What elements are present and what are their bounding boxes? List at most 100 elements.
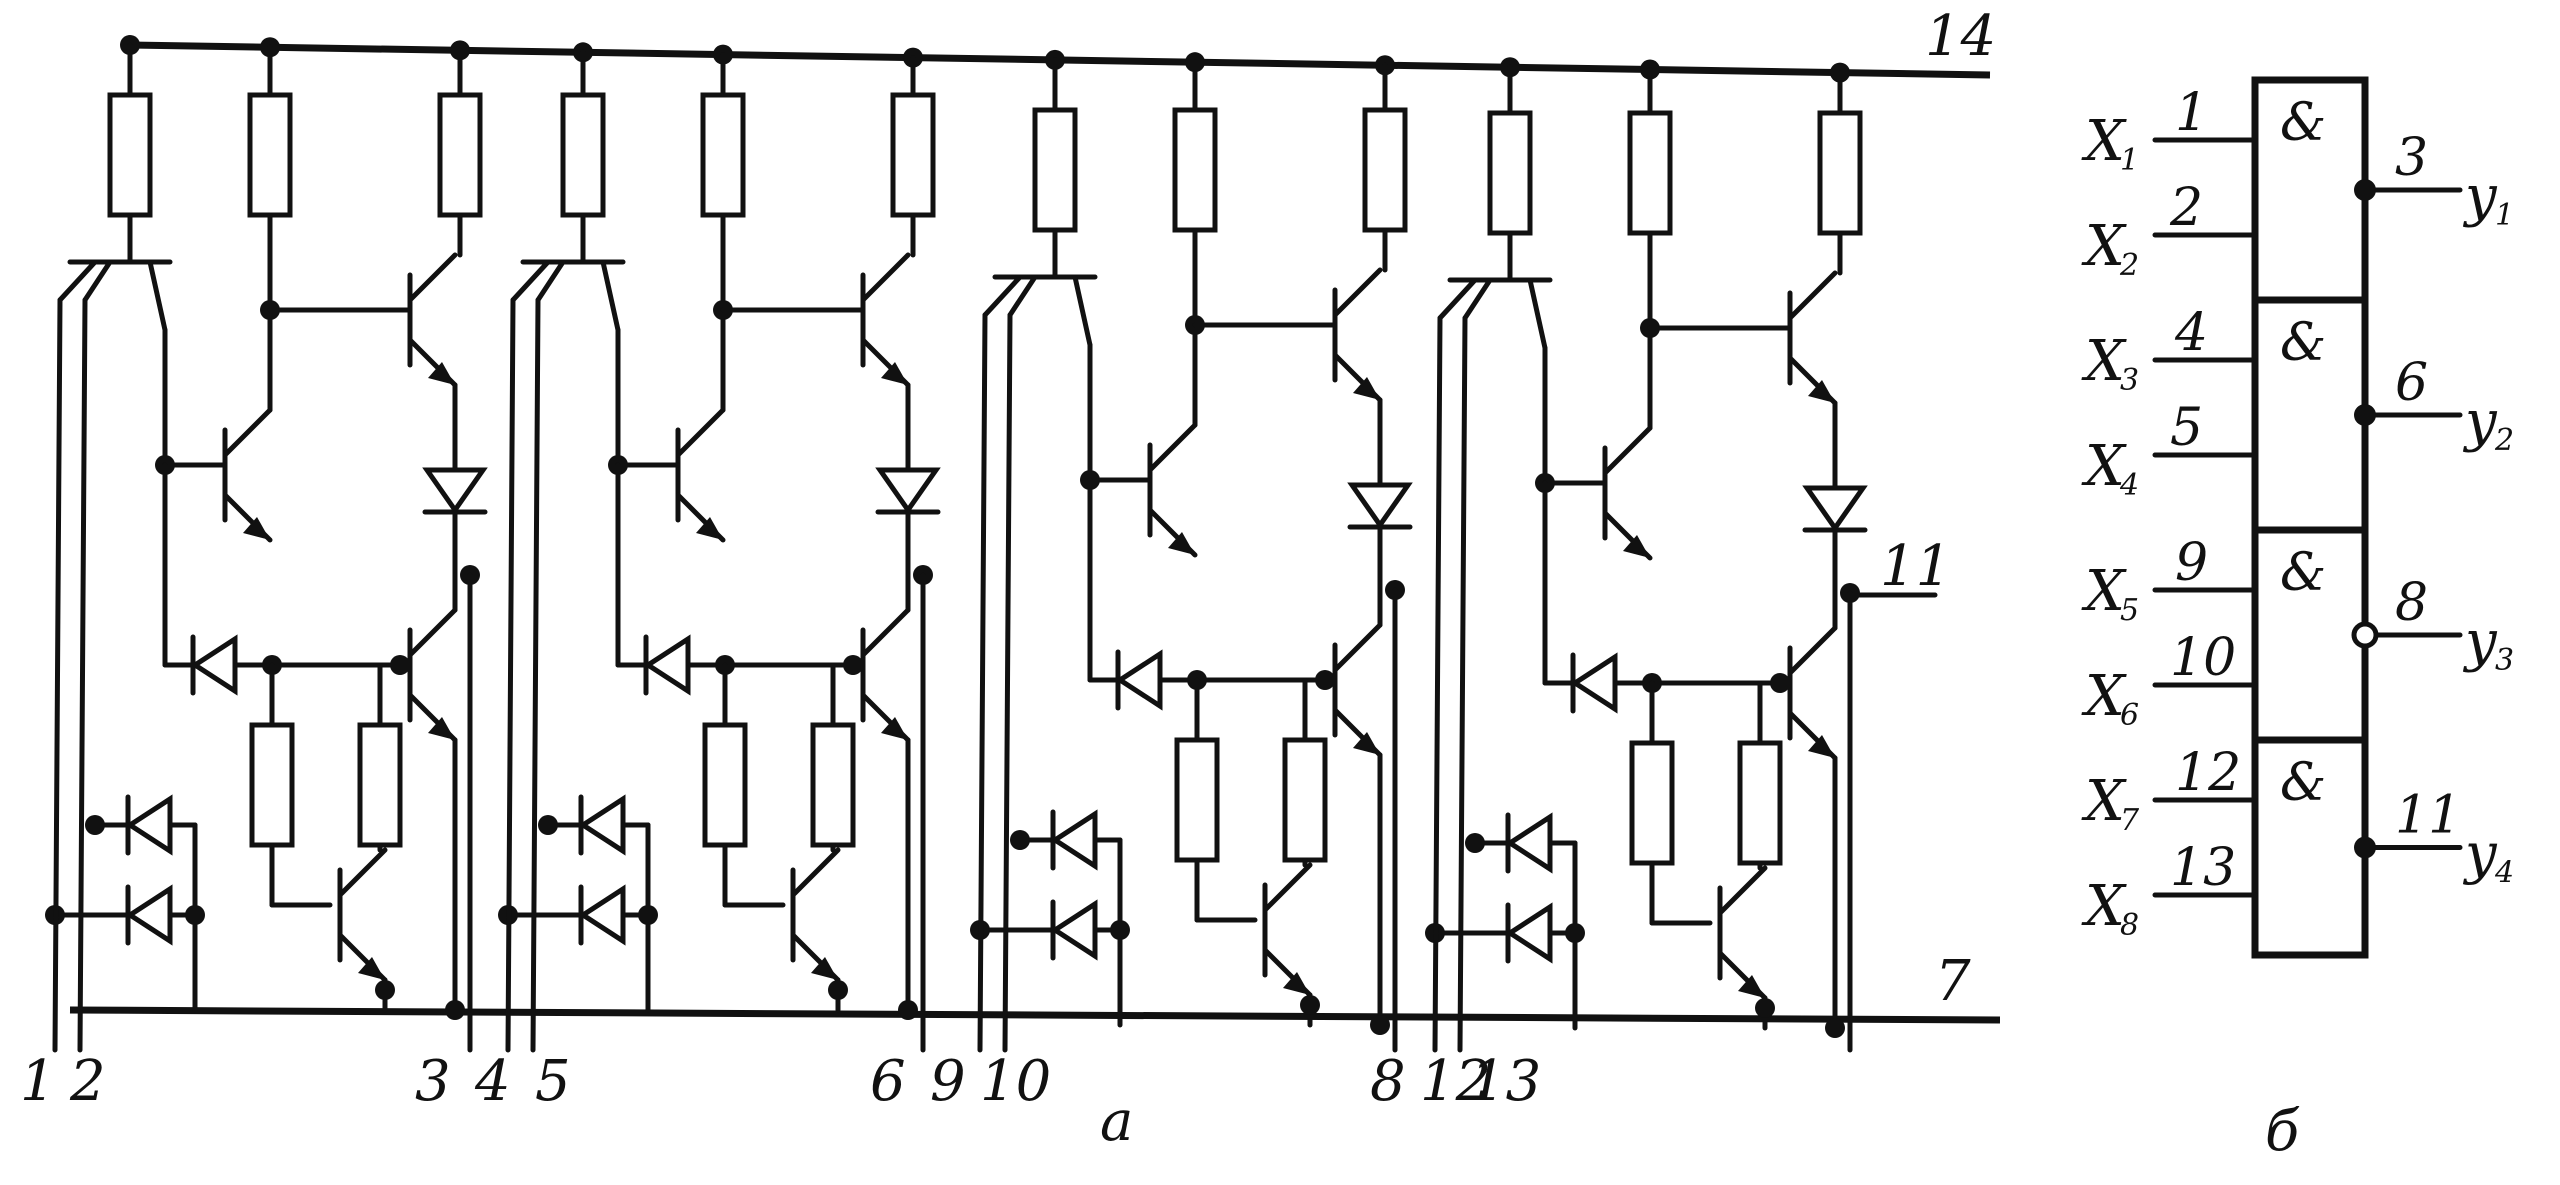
transistor-collector-lead <box>1332 267 1383 318</box>
gate-output-subscript: 2 <box>2494 423 2514 458</box>
diode-triangle <box>1505 812 1553 874</box>
input-emitter-b <box>82 259 113 303</box>
output-diode <box>875 467 941 515</box>
junction-dot <box>1565 923 1585 943</box>
junction-dot <box>1755 998 1775 1018</box>
gate-input-pin: 9 <box>2175 533 2208 593</box>
bottom-pin-label: 12 <box>1420 1049 1491 1114</box>
input-lead-b <box>530 297 541 1053</box>
transistor-collector-lead <box>1787 270 1838 321</box>
diode-triangle <box>1050 809 1098 871</box>
input-emitter-b <box>535 259 566 303</box>
gate-input-name: X <box>2081 329 2127 394</box>
squarer-transistor <box>1262 862 1313 998</box>
gate-output-subscript: 4 <box>2494 856 2514 891</box>
transistor-emitter-arrow <box>1738 975 1765 998</box>
transistor-collector-lead <box>1147 422 1198 473</box>
resistor <box>700 92 746 218</box>
input-emitter-a <box>510 259 551 303</box>
output-pulldown-transistor <box>407 607 458 743</box>
input-collector <box>1527 277 1548 351</box>
transistor-collector-lead <box>1717 865 1768 916</box>
input-protection-diode-b <box>578 884 626 946</box>
bottom-pin-label: 9 <box>930 1049 966 1114</box>
gate-and-symbol: & <box>2280 93 2326 153</box>
diode-triangle <box>125 794 173 856</box>
bottom-pin-label: 8 <box>1370 1049 1406 1114</box>
gate-input-subscript: 1 <box>2120 143 2139 178</box>
gate-output-name: y <box>2462 164 2498 229</box>
transistor-collector-lead <box>1602 425 1653 476</box>
diode-triangle <box>1050 899 1098 961</box>
output-diode <box>422 467 488 515</box>
input-lead-a <box>977 312 988 1053</box>
gate-and-symbol: & <box>2280 543 2326 603</box>
gate-output-node <box>2351 621 2379 649</box>
input-lead-a <box>505 297 516 1053</box>
input-collector <box>600 259 621 333</box>
gate-input-subscript: 3 <box>2120 363 2139 398</box>
gate-input-pin: 13 <box>2170 838 2236 898</box>
resistor <box>107 92 153 218</box>
transistor-collector-lead <box>1332 622 1383 673</box>
resistor <box>1362 107 1408 233</box>
gate-input-subscript: 5 <box>2120 593 2139 628</box>
junction-dot <box>638 905 658 925</box>
junction-dot <box>1300 995 1320 1015</box>
transistor-emitter-arrow <box>1353 377 1380 400</box>
transistor-collector-lead <box>407 252 458 303</box>
emitter-resistor <box>702 722 748 848</box>
diode-triangle <box>1802 485 1868 533</box>
bottom-pin-label: 3 <box>415 1049 451 1114</box>
diode-triangle <box>1570 652 1618 714</box>
resistor <box>1627 110 1673 236</box>
output-pulldown-transistor <box>860 607 911 743</box>
gate-output-pin: 3 <box>2395 128 2428 188</box>
gate-input-pin: 1 <box>2175 83 2208 143</box>
resistor <box>1172 107 1218 233</box>
input-protection-diode-a <box>1505 812 1553 874</box>
gate-input-pin: 4 <box>2174 303 2208 363</box>
diode-triangle <box>875 467 941 515</box>
output-diode <box>1802 485 1868 533</box>
diode-triangle <box>1347 482 1413 530</box>
input-lead-b <box>1002 312 1013 1053</box>
phase-splitter-transistor <box>1602 425 1653 561</box>
junction-dot <box>1010 830 1030 850</box>
input-lead-b <box>1457 315 1468 1053</box>
gate-input-name: X <box>2081 434 2127 499</box>
input-lead-a <box>1432 315 1443 1053</box>
output-pulldown-transistor <box>1787 625 1838 761</box>
transistor-emitter-arrow <box>1353 732 1380 755</box>
logic-symbol: б &12X1X23y1&45X3X46y2&910X5X68y3&1213X7… <box>2081 76 2514 1164</box>
resistor <box>247 92 293 218</box>
output-pullup-transistor <box>407 252 458 388</box>
gate-input-name: X <box>2081 109 2127 174</box>
gate-input-subscript: 4 <box>2119 468 2139 503</box>
resistor <box>1817 110 1863 236</box>
collector-resistor <box>1737 740 1783 866</box>
resistor <box>890 92 936 218</box>
transistor-emitter-arrow <box>811 957 838 980</box>
transistor-emitter-arrow <box>1623 535 1650 558</box>
input-emitter-a <box>1437 277 1478 321</box>
ground-rail <box>69 1006 2001 1024</box>
input-collector <box>1072 274 1093 348</box>
transistor-emitter-arrow <box>1283 972 1310 995</box>
diode-triangle <box>578 794 626 856</box>
squarer-transistor <box>337 847 388 983</box>
gate-input-name: X <box>2081 214 2127 279</box>
transistor-emitter-arrow <box>428 362 455 385</box>
gate-output-name: y <box>2462 822 2498 887</box>
output-pullup-transistor <box>1787 270 1838 406</box>
diode-triangle <box>1505 902 1553 964</box>
resistor <box>437 92 483 218</box>
gate-output-pin: 11 <box>2395 786 2461 846</box>
output-pulldown-transistor <box>1332 622 1383 758</box>
input-emitter-a <box>57 259 98 303</box>
junction-dot <box>445 1000 465 1020</box>
transistor-collector-lead <box>790 847 841 898</box>
junction-dot <box>828 980 848 1000</box>
bottom-pin-label: 2 <box>69 1049 106 1114</box>
